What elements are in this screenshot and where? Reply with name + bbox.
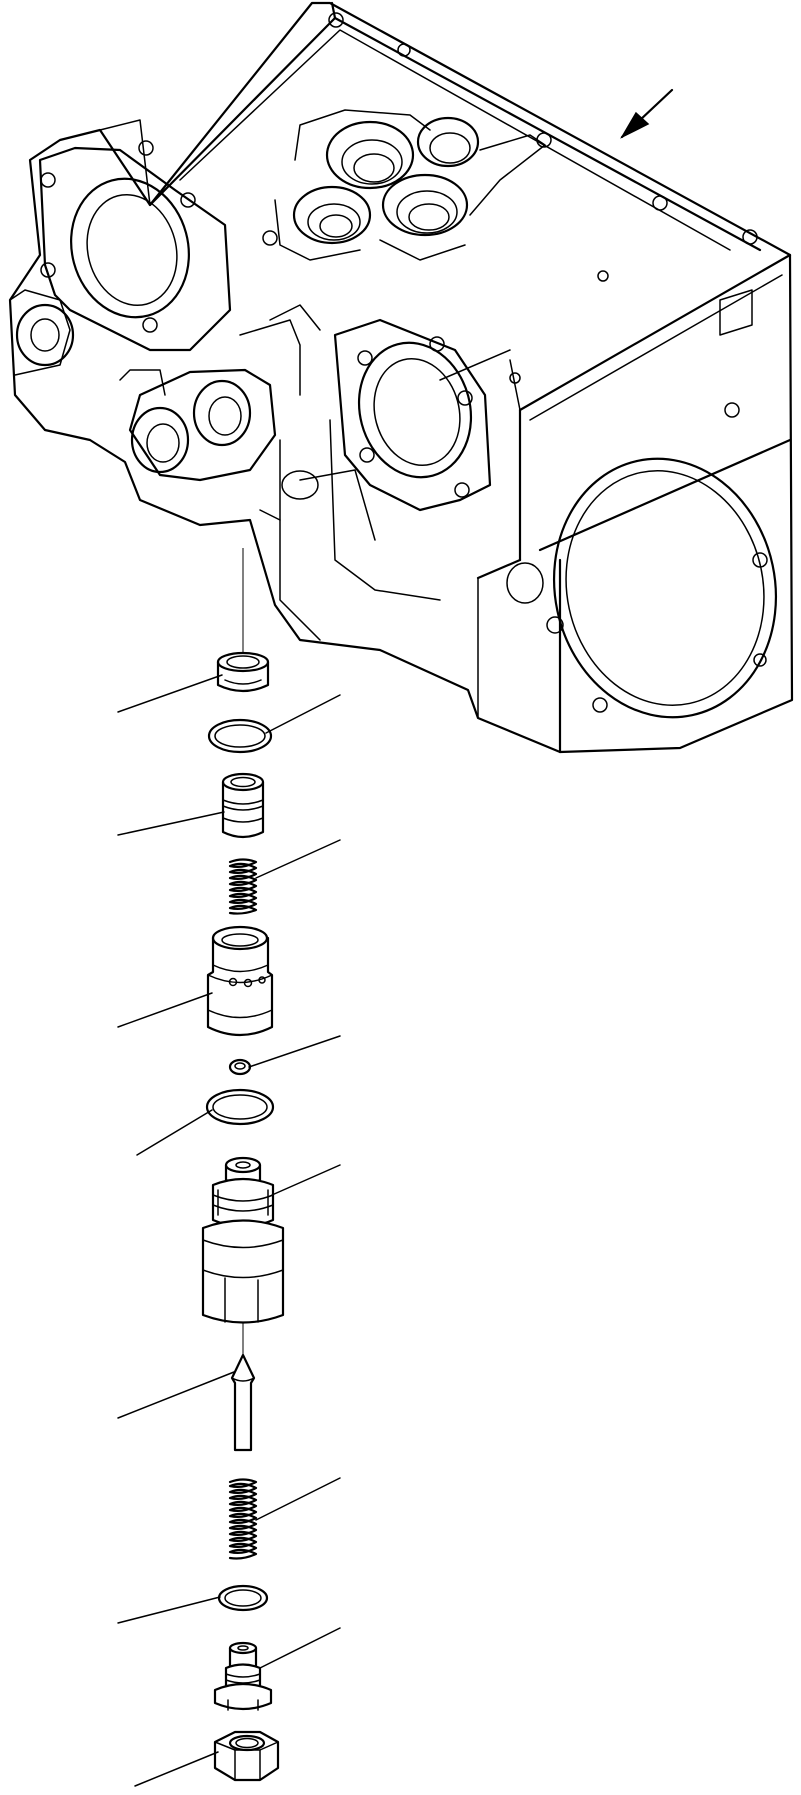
leader-line [118,1372,234,1418]
poppet-pin-icon [232,1355,254,1450]
leader-line [272,1165,340,1195]
coil-spring-icon [230,1480,256,1559]
leader-line [266,695,340,733]
callout-leaders [118,675,340,1786]
leader-line [256,840,340,878]
hex-nut-icon [215,1732,278,1780]
seat-cap-icon [218,653,268,691]
leader-line [118,675,222,712]
view-direction-arrow-icon [622,90,672,137]
leader-line [260,1628,340,1668]
o-ring-icon [207,1090,273,1124]
hex-plug-icon [203,1158,283,1323]
leader-line [249,1036,340,1067]
leader-line [118,993,212,1027]
o-ring-icon [209,720,271,752]
backup-ring-icon [230,1060,250,1074]
leader-line [118,812,224,835]
leader-line [135,1752,218,1786]
coil-spring-icon [230,860,256,914]
valve-body-icon [208,927,272,1035]
o-ring-icon [219,1586,267,1610]
valve-housing-icon [10,3,800,752]
leader-line [256,1478,340,1520]
adjust-screw-icon [215,1643,271,1710]
sleeve-icon [223,774,263,837]
leader-line [118,1597,220,1623]
leader-line [137,1110,212,1155]
